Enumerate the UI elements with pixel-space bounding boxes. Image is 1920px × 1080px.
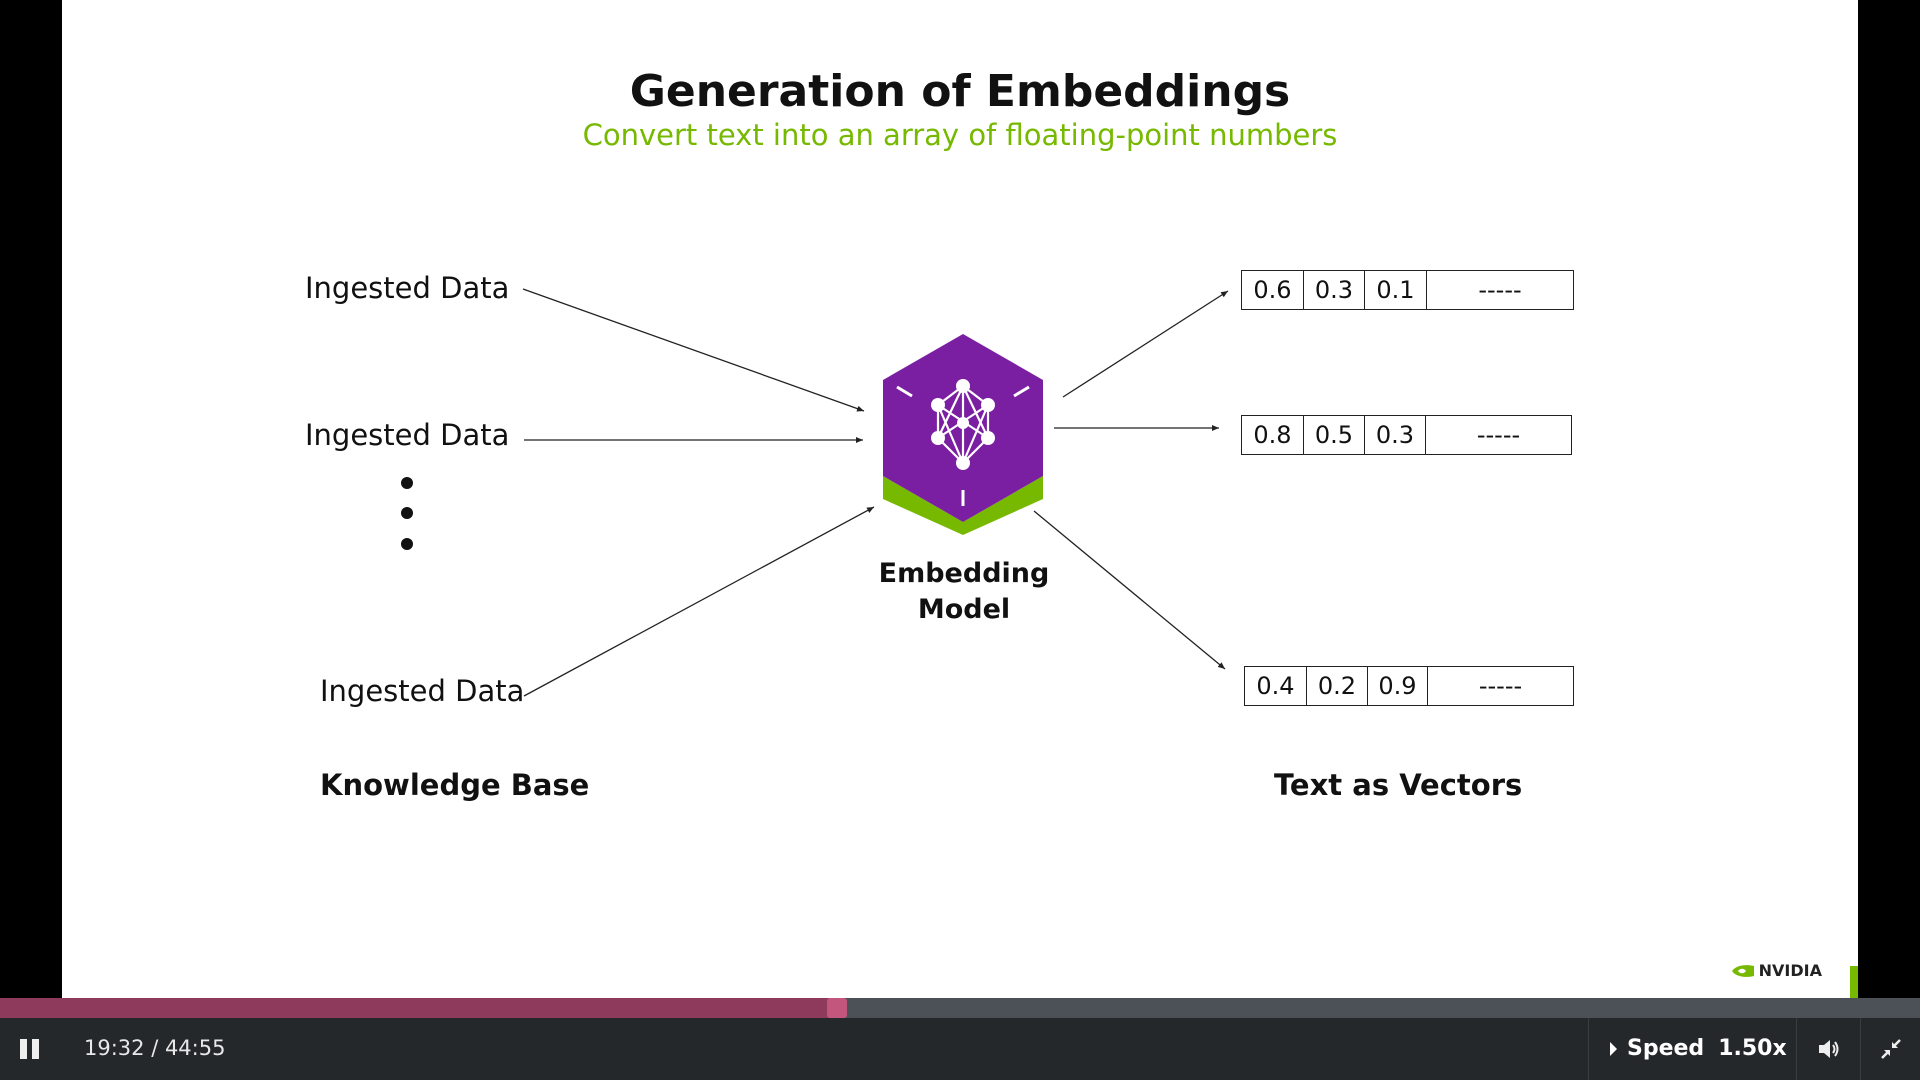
- slide-title: Generation of Embeddings: [629, 66, 1291, 117]
- vector-ellipsis: -----: [1478, 276, 1522, 304]
- arrow-output-1: [1062, 290, 1229, 398]
- ingested-data-label: Ingested Data: [305, 271, 510, 305]
- progress-thumb[interactable]: [826, 998, 847, 1018]
- vector-value: 0.1: [1365, 271, 1427, 309]
- text-as-vectors-label: Text as Vectors: [1274, 768, 1523, 802]
- vector-value: 0.3: [1304, 271, 1365, 309]
- divider: [1588, 1018, 1589, 1080]
- arrow-input-1: [522, 288, 865, 412]
- vector-value: 0.6: [1242, 271, 1304, 309]
- vector-row-2: 0.8 0.5 0.3 -----: [1241, 415, 1572, 455]
- ingested-data-label: Ingested Data: [320, 674, 525, 708]
- vector-value: 0.4: [1245, 667, 1307, 705]
- pause-icon: [20, 1039, 27, 1059]
- ellipsis-dot: [401, 507, 413, 519]
- vector-value: 0.2: [1307, 667, 1368, 705]
- progress-track[interactable]: [0, 998, 1920, 1018]
- slide-subtitle: Convert text into an array of floating-p…: [582, 118, 1338, 152]
- ingested-data-label: Ingested Data: [305, 418, 510, 452]
- vector-ellipsis: -----: [1478, 672, 1523, 700]
- ellipsis-dot: [401, 538, 413, 550]
- vector-value: 0.5: [1304, 416, 1365, 454]
- vector-value: 0.9: [1368, 667, 1428, 705]
- arrow-output-3: [1033, 510, 1226, 670]
- embedding-diagram: [401, 288, 1229, 697]
- vector-ellipsis: -----: [1476, 421, 1521, 449]
- vector-row-1: 0.6 0.3 0.1 -----: [1241, 270, 1574, 310]
- embedding-model-icon: [883, 334, 1043, 535]
- model-label: Embedding Model: [864, 556, 1064, 628]
- nvidia-logo-text: NVIDIA: [1758, 961, 1822, 980]
- divider: [1796, 1018, 1797, 1080]
- control-bar: 19:32 / 44:55 Speed 1.50x: [0, 1018, 1920, 1080]
- nvidia-logo: NVIDIA: [1731, 961, 1822, 980]
- ellipsis-dot: [401, 477, 413, 489]
- video-controls: 19:32 / 44:55 Speed 1.50x: [0, 998, 1920, 1080]
- progress-played: [0, 998, 835, 1018]
- arrow-input-3: [523, 506, 875, 697]
- pause-button[interactable]: [20, 1039, 40, 1059]
- vector-value: 0.8: [1242, 416, 1304, 454]
- divider: [1860, 1018, 1861, 1080]
- caret-right-icon: [1610, 1041, 1617, 1056]
- slide: Generation of Embeddings Convert text in…: [62, 0, 1858, 998]
- exit-fullscreen-icon[interactable]: [1878, 1036, 1904, 1062]
- time-display: 19:32 / 44:55: [84, 1036, 226, 1060]
- vector-value: 0.3: [1365, 416, 1426, 454]
- knowledge-base-label: Knowledge Base: [320, 768, 590, 802]
- model-label-line1: Embedding: [878, 558, 1050, 589]
- speed-button[interactable]: Speed 1.50x: [1610, 1036, 1787, 1061]
- pause-icon: [32, 1039, 39, 1059]
- green-accent-bar: [1850, 966, 1858, 998]
- nvidia-eye-icon: [1731, 964, 1754, 977]
- vector-row-3: 0.4 0.2 0.9 -----: [1244, 666, 1574, 706]
- volume-icon[interactable]: [1816, 1036, 1842, 1062]
- speed-value: 1.50x: [1718, 1036, 1787, 1061]
- model-label-line2: Model: [917, 594, 1011, 625]
- speed-label: Speed: [1627, 1036, 1705, 1061]
